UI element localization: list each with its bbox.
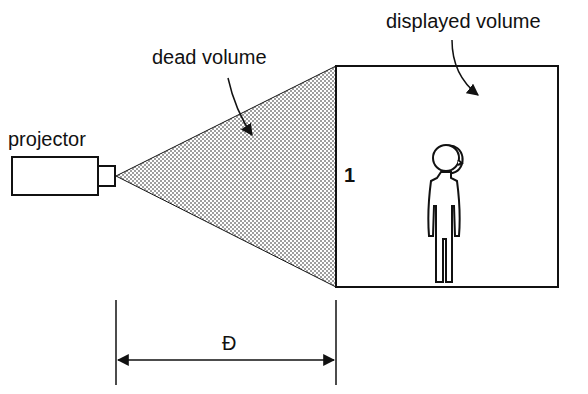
- displayed-volume: [336, 66, 558, 287]
- dimension-label: Ð: [220, 332, 238, 354]
- leader-line: [452, 40, 478, 95]
- volume-label: displayed volume: [386, 10, 541, 32]
- part-label: projector: [8, 128, 86, 150]
- extension-line: [335, 300, 337, 385]
- person-figure: [428, 145, 463, 287]
- extension-line: [115, 300, 117, 385]
- projector-body: [12, 157, 98, 195]
- dimension-value: 1: [344, 164, 355, 186]
- leader-line: [228, 78, 252, 135]
- dead-volume: [116, 66, 336, 287]
- projector-lens: [98, 166, 115, 186]
- volume-label: dead volume: [152, 46, 267, 68]
- dimension-line: [118, 359, 334, 361]
